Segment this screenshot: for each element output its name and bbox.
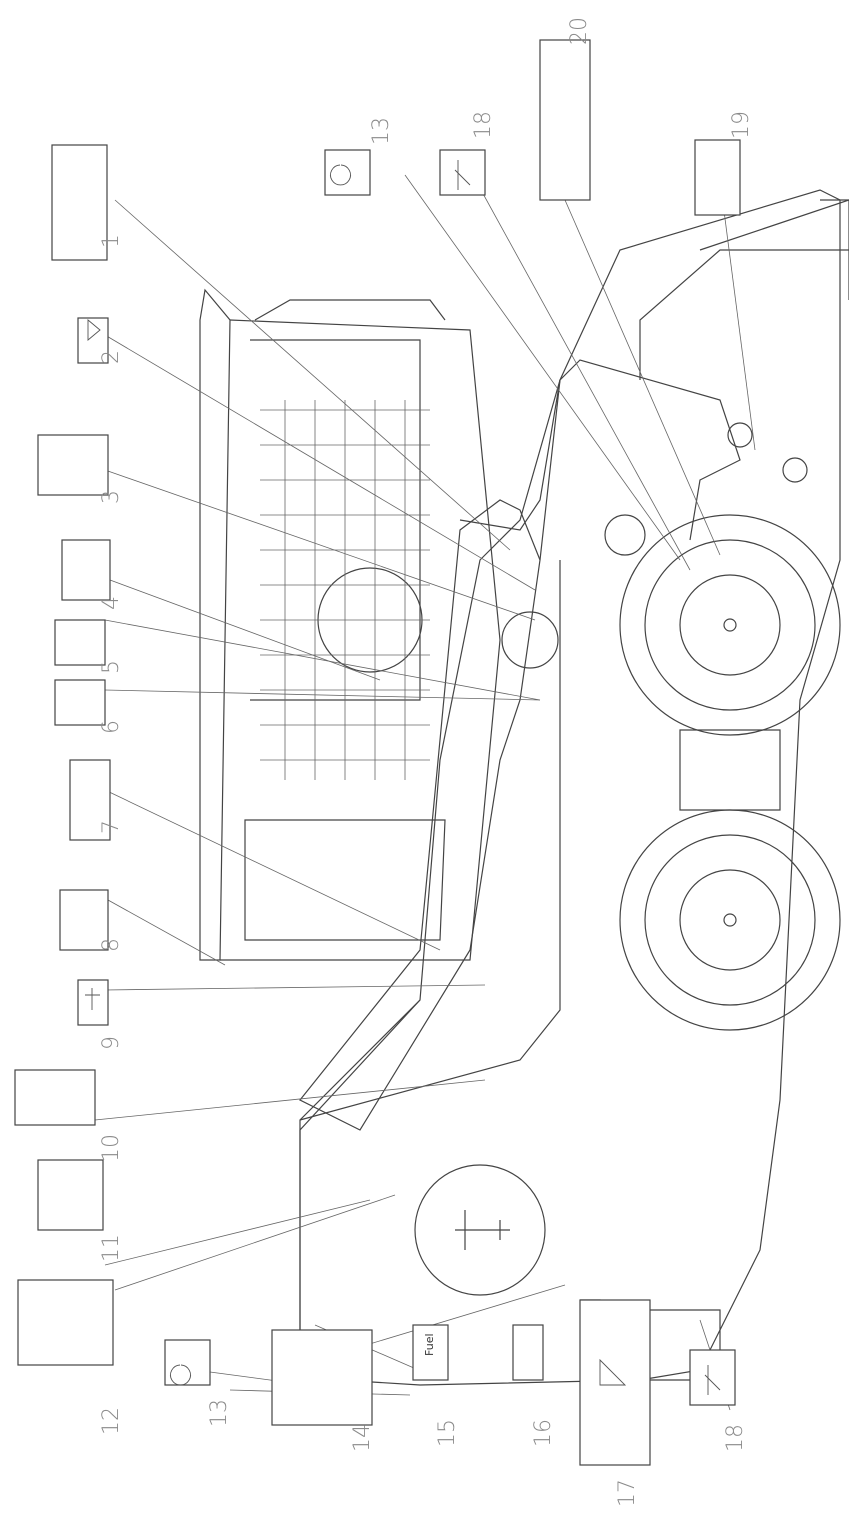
front-wheel [619, 514, 841, 736]
callout-18: 18 [723, 1424, 748, 1452]
decal-9 [77, 979, 109, 1026]
decal-13-upper [324, 149, 371, 196]
decal-20 [539, 39, 591, 201]
callout-2: 2 [99, 350, 124, 364]
decal-10 [14, 1069, 96, 1126]
decal-13-lower [164, 1339, 211, 1386]
decal-18-upper [439, 149, 486, 196]
callout-16: 16 [531, 1419, 556, 1447]
decal-8 [59, 889, 109, 951]
decal-6 [54, 679, 106, 726]
callout-11: 11 [99, 1234, 124, 1262]
callout-4: 4 [99, 596, 124, 610]
decal-7 [69, 759, 111, 841]
callout-18-upper: 18 [471, 111, 496, 139]
belly-plate [679, 729, 781, 811]
callout-10: 10 [99, 1134, 124, 1162]
decal-17 [579, 1299, 651, 1466]
lift-arm [299, 499, 559, 1131]
decal-14 [271, 1329, 373, 1426]
callout-19: 19 [729, 111, 754, 139]
callout-12: 12 [99, 1407, 124, 1435]
machine-body [299, 189, 841, 1401]
decal-18-lower [689, 1349, 736, 1406]
decal-3 [37, 434, 109, 496]
callout-6: 6 [99, 720, 124, 734]
callout-1: 1 [99, 234, 124, 248]
callout-9: 9 [99, 1036, 124, 1050]
callout-3: 3 [99, 490, 124, 504]
decal-15 [412, 1324, 449, 1381]
cab-structure [199, 288, 501, 961]
decal-2 [77, 317, 109, 364]
callout-13-upper: 13 [369, 117, 394, 145]
decal-15-fuel-text: Fuel [423, 1333, 436, 1356]
decal-12 [17, 1279, 114, 1366]
decal-1 [51, 144, 108, 261]
decal-16 [512, 1324, 544, 1381]
decal-19 [694, 139, 741, 216]
fuel-filler [414, 1164, 546, 1296]
leader-lines [89, 169, 756, 1411]
callout-17: 17 [615, 1479, 640, 1507]
decal-details [85, 160, 721, 1395]
decals [14, 39, 741, 1466]
callout-7: 7 [99, 820, 124, 834]
callout-15: 15 [435, 1419, 460, 1447]
callout-8: 8 [99, 938, 124, 952]
callout-14: 14 [350, 1424, 375, 1452]
decal-5 [54, 619, 106, 666]
decal-4 [61, 539, 111, 601]
bucket [539, 199, 849, 561]
callout-20: 20 [567, 17, 592, 45]
callout-13: 13 [207, 1399, 232, 1427]
decal-11 [37, 1159, 104, 1231]
callout-5: 5 [99, 660, 124, 674]
rear-wheel [619, 809, 841, 1031]
cab-grid [260, 400, 430, 780]
